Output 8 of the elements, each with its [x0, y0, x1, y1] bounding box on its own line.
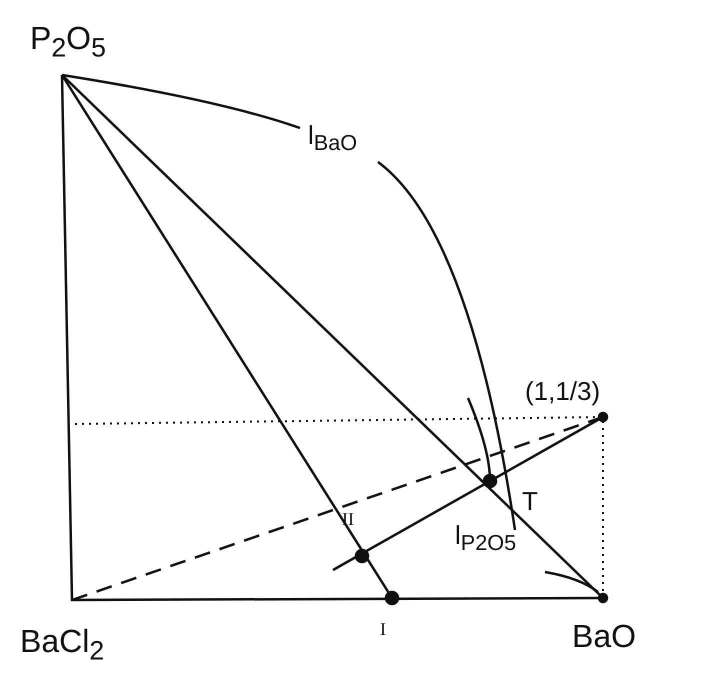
vertex-label: P$_{2}$O$_{5}$: [30, 22, 106, 62]
point-label: (1,1/3): [525, 378, 600, 404]
point-label: T: [522, 488, 538, 514]
curve-label: l$_{P2O5}$: [455, 522, 516, 554]
vertex-label: BaO: [572, 620, 636, 652]
vertex-label: BaCl$_{2}$: [20, 625, 104, 664]
curve-label: l$_{BaO}$: [308, 122, 358, 154]
point-label: I: [380, 620, 386, 638]
